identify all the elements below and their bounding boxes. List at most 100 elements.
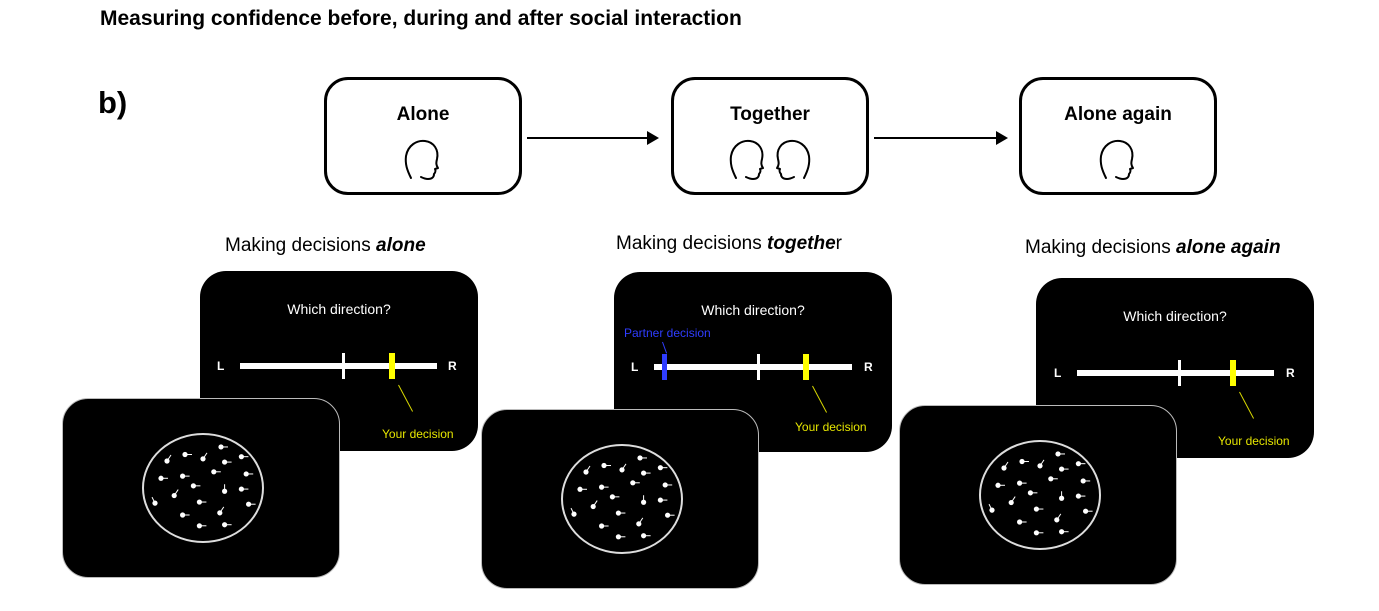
right-label: R (1286, 366, 1295, 380)
label-text: Making decisions (616, 233, 768, 254)
moving-dot (182, 451, 188, 458)
moving-dot (196, 523, 202, 529)
moving-dot (571, 511, 577, 517)
dot-aperture-icon (977, 438, 1103, 552)
confidence-scale[interactable] (240, 363, 437, 369)
aperture-boundary (979, 440, 1101, 550)
moving-dot (630, 480, 636, 486)
moving-dot (1080, 478, 1086, 484)
confidence-scale[interactable] (1077, 370, 1274, 376)
your-decision-label: Your decision (795, 420, 867, 434)
moving-dot (601, 462, 607, 469)
moving-dot (657, 465, 663, 471)
moving-dot (217, 510, 223, 516)
aperture-boundary (561, 444, 683, 554)
moving-dot (152, 500, 158, 506)
moving-dot (238, 486, 244, 492)
partner-decision-marker (661, 354, 667, 380)
your-decision-label: Your decision (1218, 434, 1290, 448)
condition-label-alone: Making decisions alone (225, 235, 426, 257)
heads (674, 138, 866, 184)
moving-dot (211, 469, 217, 475)
moving-dot (1075, 461, 1081, 467)
label-text: Making decisions (225, 235, 377, 256)
your-decision-marker (803, 354, 810, 380)
moving-dot (158, 475, 164, 481)
moving-dot (1054, 517, 1060, 523)
moving-dot (1033, 530, 1039, 536)
moving-dot (615, 510, 621, 516)
head-profile-icon (1098, 138, 1138, 184)
moving-dot (164, 458, 170, 464)
scale-midpoint-tick (342, 353, 345, 379)
arrow-right-icon (527, 131, 659, 145)
moving-dot (180, 473, 186, 479)
stage-box-alone: Alone (324, 77, 522, 195)
label-suffix: r (835, 233, 842, 254)
moving-dot (665, 512, 671, 518)
moving-dot (238, 454, 244, 460)
head-profile-icon (403, 138, 443, 184)
confidence-scale[interactable] (654, 364, 852, 370)
moving-dot (1019, 458, 1025, 465)
moving-dot (1037, 463, 1043, 469)
moving-dot (1033, 506, 1039, 512)
scale-midpoint-tick (757, 354, 760, 380)
partner-decision-leader-line (661, 341, 667, 354)
moving-dot (1001, 465, 1007, 471)
your-decision-label: Your decision (382, 427, 454, 441)
moving-dot (599, 523, 605, 529)
stimulus-screen-together (481, 409, 759, 589)
dot-aperture-icon (140, 431, 266, 545)
moving-dot (1055, 451, 1061, 457)
partner-decision-label: Partner decision (624, 326, 711, 340)
moving-dot (657, 497, 663, 503)
moving-dot (222, 522, 228, 528)
head-profile-icon (728, 138, 768, 184)
moving-dot (243, 471, 249, 477)
moving-dot (641, 470, 647, 476)
moving-dot (1048, 476, 1054, 482)
moving-dot (1008, 499, 1014, 506)
scale-midpoint-tick (1178, 360, 1181, 386)
your-decision-leader-line (397, 384, 413, 412)
label-emphasis: alone again (1176, 237, 1281, 258)
heads (327, 138, 519, 184)
heads (1022, 138, 1214, 184)
question-text: Which direction? (287, 301, 391, 317)
moving-dot (609, 494, 615, 500)
stage-box-together: Together (671, 77, 869, 195)
stage-title: Together (730, 104, 810, 125)
moving-dot (180, 512, 186, 518)
moving-dot (190, 483, 196, 489)
dot-aperture-icon (559, 442, 685, 556)
your-decision-leader-line (812, 385, 828, 413)
stage-title: Alone again (1064, 104, 1172, 125)
moving-dot (636, 521, 642, 527)
moving-dot (222, 488, 228, 494)
moving-dot (1083, 508, 1089, 514)
question-text: Which direction? (701, 302, 805, 318)
moving-dot (662, 482, 668, 488)
moving-dot (583, 469, 589, 475)
panel-label: b) (98, 85, 128, 120)
label-emphasis: togethe (767, 233, 836, 254)
your-decision-marker (1229, 360, 1236, 386)
moving-dot (1017, 480, 1023, 486)
moving-dot (989, 507, 995, 513)
moving-dot (196, 499, 202, 505)
moving-dot (1075, 493, 1081, 499)
arrow-right-icon (874, 131, 1008, 145)
moving-dot (641, 499, 647, 505)
moving-dot (619, 467, 625, 473)
moving-dot (1059, 466, 1065, 472)
moving-dot (615, 534, 621, 540)
moving-dot (222, 459, 228, 465)
moving-dot (1017, 519, 1023, 525)
moving-dot (641, 533, 647, 539)
moving-dot (171, 492, 177, 499)
condition-label-together: Making decisions together (616, 233, 842, 255)
moving-dot (1027, 490, 1033, 496)
stimulus-screen-alone (62, 398, 340, 578)
question-text: Which direction? (1123, 308, 1227, 324)
